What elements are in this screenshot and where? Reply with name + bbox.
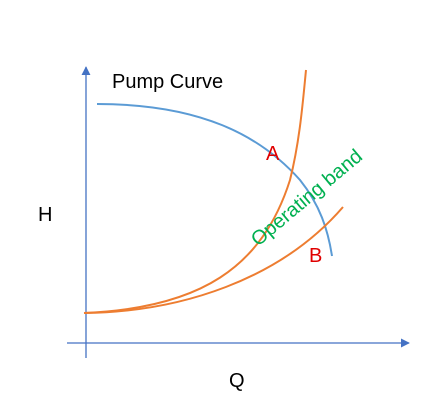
y-axis-label: H: [38, 204, 52, 226]
diagram-title: Pump Curve: [112, 71, 223, 93]
operating-point-a: A: [266, 143, 280, 165]
pump-curve: [96, 103, 333, 257]
system-curve-steep: [83, 69, 307, 314]
x-axis-label: Q: [229, 370, 245, 392]
operating-point-b: B: [309, 245, 322, 267]
system-curve-flat: [83, 206, 344, 314]
